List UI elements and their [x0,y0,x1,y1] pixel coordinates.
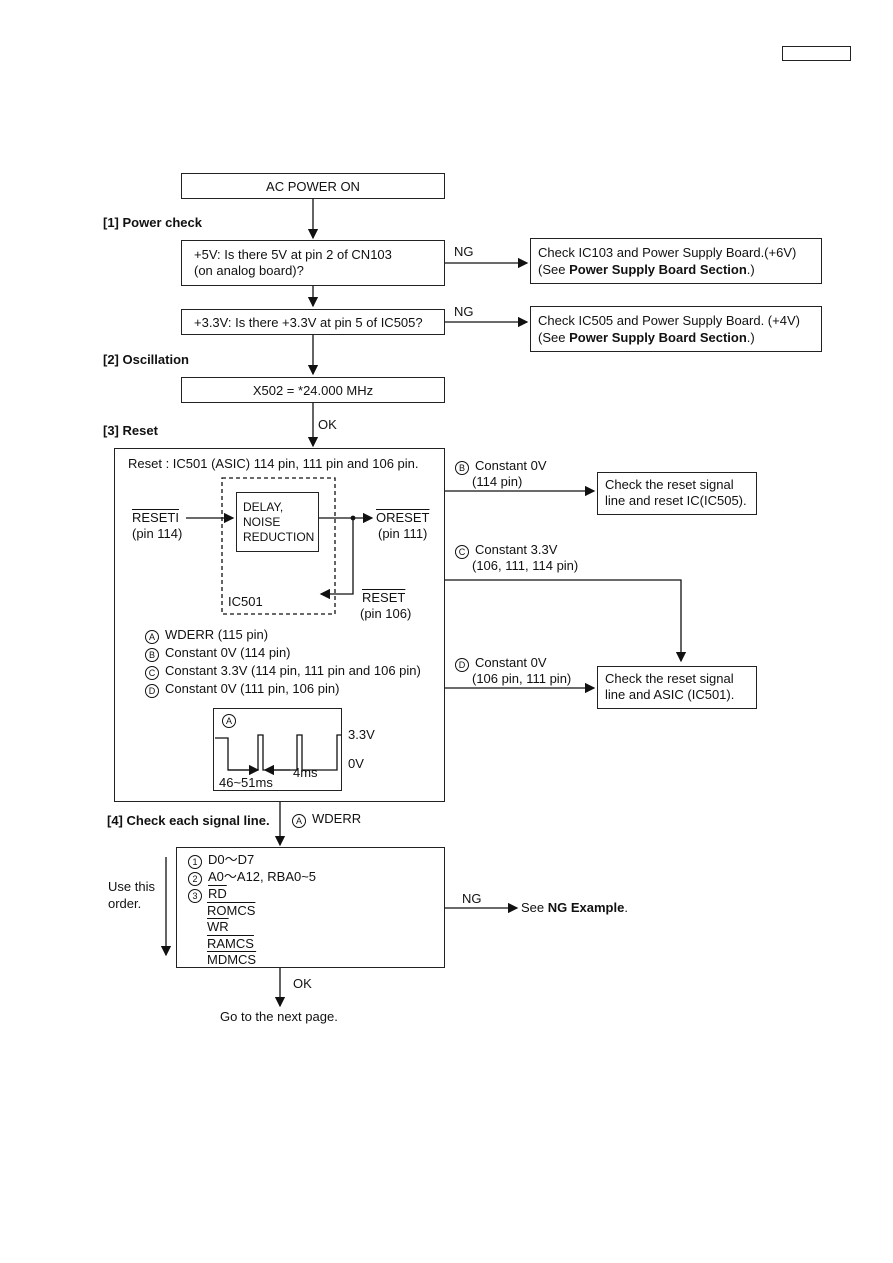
ng1-label: NG [454,244,474,259]
section-reset: [3] Reset [103,423,158,438]
wave-hi-label: 3.3V [348,727,375,742]
next-page-text: Go to the next page. [220,1009,338,1024]
check-33v-box: +3.3V: Is there +3.3V at pin 5 of IC505? [181,309,445,335]
section-check-signal: [4] Check each signal line. [107,813,270,828]
check-reset-ic-box: Check the reset signal line and reset IC… [597,472,757,515]
ng1-action-box: Check IC103 and Power Supply Board.(+6V)… [530,238,822,284]
ac-power-on-text: AC POWER ON [266,179,360,194]
check-asic-box: Check the reset signal line and ASIC (IC… [597,666,757,709]
wave-pulse-label: 4ms [293,765,318,780]
signal-ramcs: RAMCS [207,936,254,951]
check-5v-box: +5V: Is there 5V at pin 2 of CN103 (on a… [181,240,445,286]
oscillator-box: X502 = *24.000 MHz [181,377,445,403]
signal-romcs: ROMCS [207,903,256,918]
signal-wr: WR [207,919,229,934]
signal-mdmcs: MDMCS [207,952,257,967]
section-power-check: [1] Power check [103,215,202,230]
delay-block: DELAY, NOISE REDUCTION [236,492,319,552]
ng3-label: NG [462,891,482,906]
waveform-frame [213,708,342,791]
use-order-label-1: Use this [108,879,155,894]
ok2-label: OK [293,976,312,991]
ng2-label: NG [454,304,474,319]
reset-main-box [114,448,445,802]
ic501-label: IC501 [228,594,263,609]
arrow-branch-c [444,579,687,663]
reset-pin: (pin 106) [360,606,412,621]
ng2-action-box: Check IC505 and Power Supply Board. (+4V… [530,306,822,352]
ac-power-on-box: AC POWER ON [181,173,445,199]
reset-label: RESET [362,590,406,605]
reseti-label: RESETI [132,510,179,525]
signal-list-box [176,847,445,968]
wave-lo-label: 0V [348,756,364,771]
page-number-box [782,46,851,61]
section-oscillation: [2] Oscillation [103,352,189,367]
reseti-pin: (pin 114) [132,526,183,541]
see-ng-example: See NG Example. [521,900,628,915]
reset-heading: Reset : IC501 (ASIC) 114 pin, 111 pin an… [128,456,419,471]
oreset-pin: (pin 111) [378,526,428,541]
use-order-label-2: order. [108,896,142,911]
wave-period-label: 46~51ms [219,775,273,790]
oreset-label: ORESET [376,510,430,525]
arrow-reset-feedback [319,518,354,600]
ic501-dashed-box [221,477,336,615]
wave-mark: A [222,711,242,728]
ok1-label: OK [318,417,337,432]
